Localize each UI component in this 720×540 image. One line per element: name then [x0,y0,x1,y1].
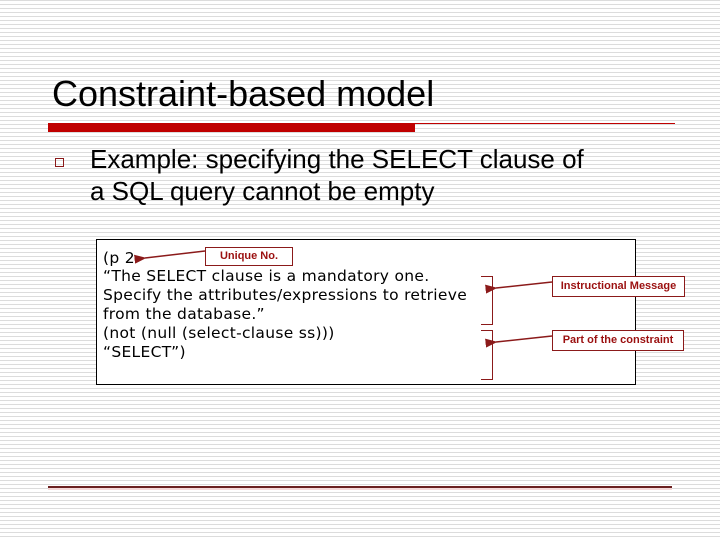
constraint-code-box [96,239,636,385]
title-underline-thick [48,123,415,132]
label-instructional-message: Instructional Message [552,276,685,297]
code-line-6: “SELECT”) [103,343,186,361]
hollow-square-bullet-icon [55,158,64,167]
code-line-2: “The SELECT clause is a mandatory one. [103,267,430,285]
code-line-3: Specify the attributes/expressions to re… [103,286,468,304]
code-line-4: from the database.” [103,305,265,323]
bracket-instructional-message [481,276,493,325]
bullet-line-1: Example: specifying the SELECT clause of [90,144,584,174]
slide-title: Constraint-based model [52,73,435,114]
bracket-constraint [481,330,493,380]
code-line-1: (p 2 [103,249,135,267]
code-line-5: (not (null (select-clause ss))) [103,324,335,342]
label-unique-no: Unique No. [205,247,293,266]
footer-divider [48,486,672,488]
bullet-text: Example: specifying the SELECT clause of… [90,143,584,207]
label-part-of-constraint: Part of the constraint [552,330,684,351]
bullet-line-2: a SQL query cannot be empty [90,176,435,206]
